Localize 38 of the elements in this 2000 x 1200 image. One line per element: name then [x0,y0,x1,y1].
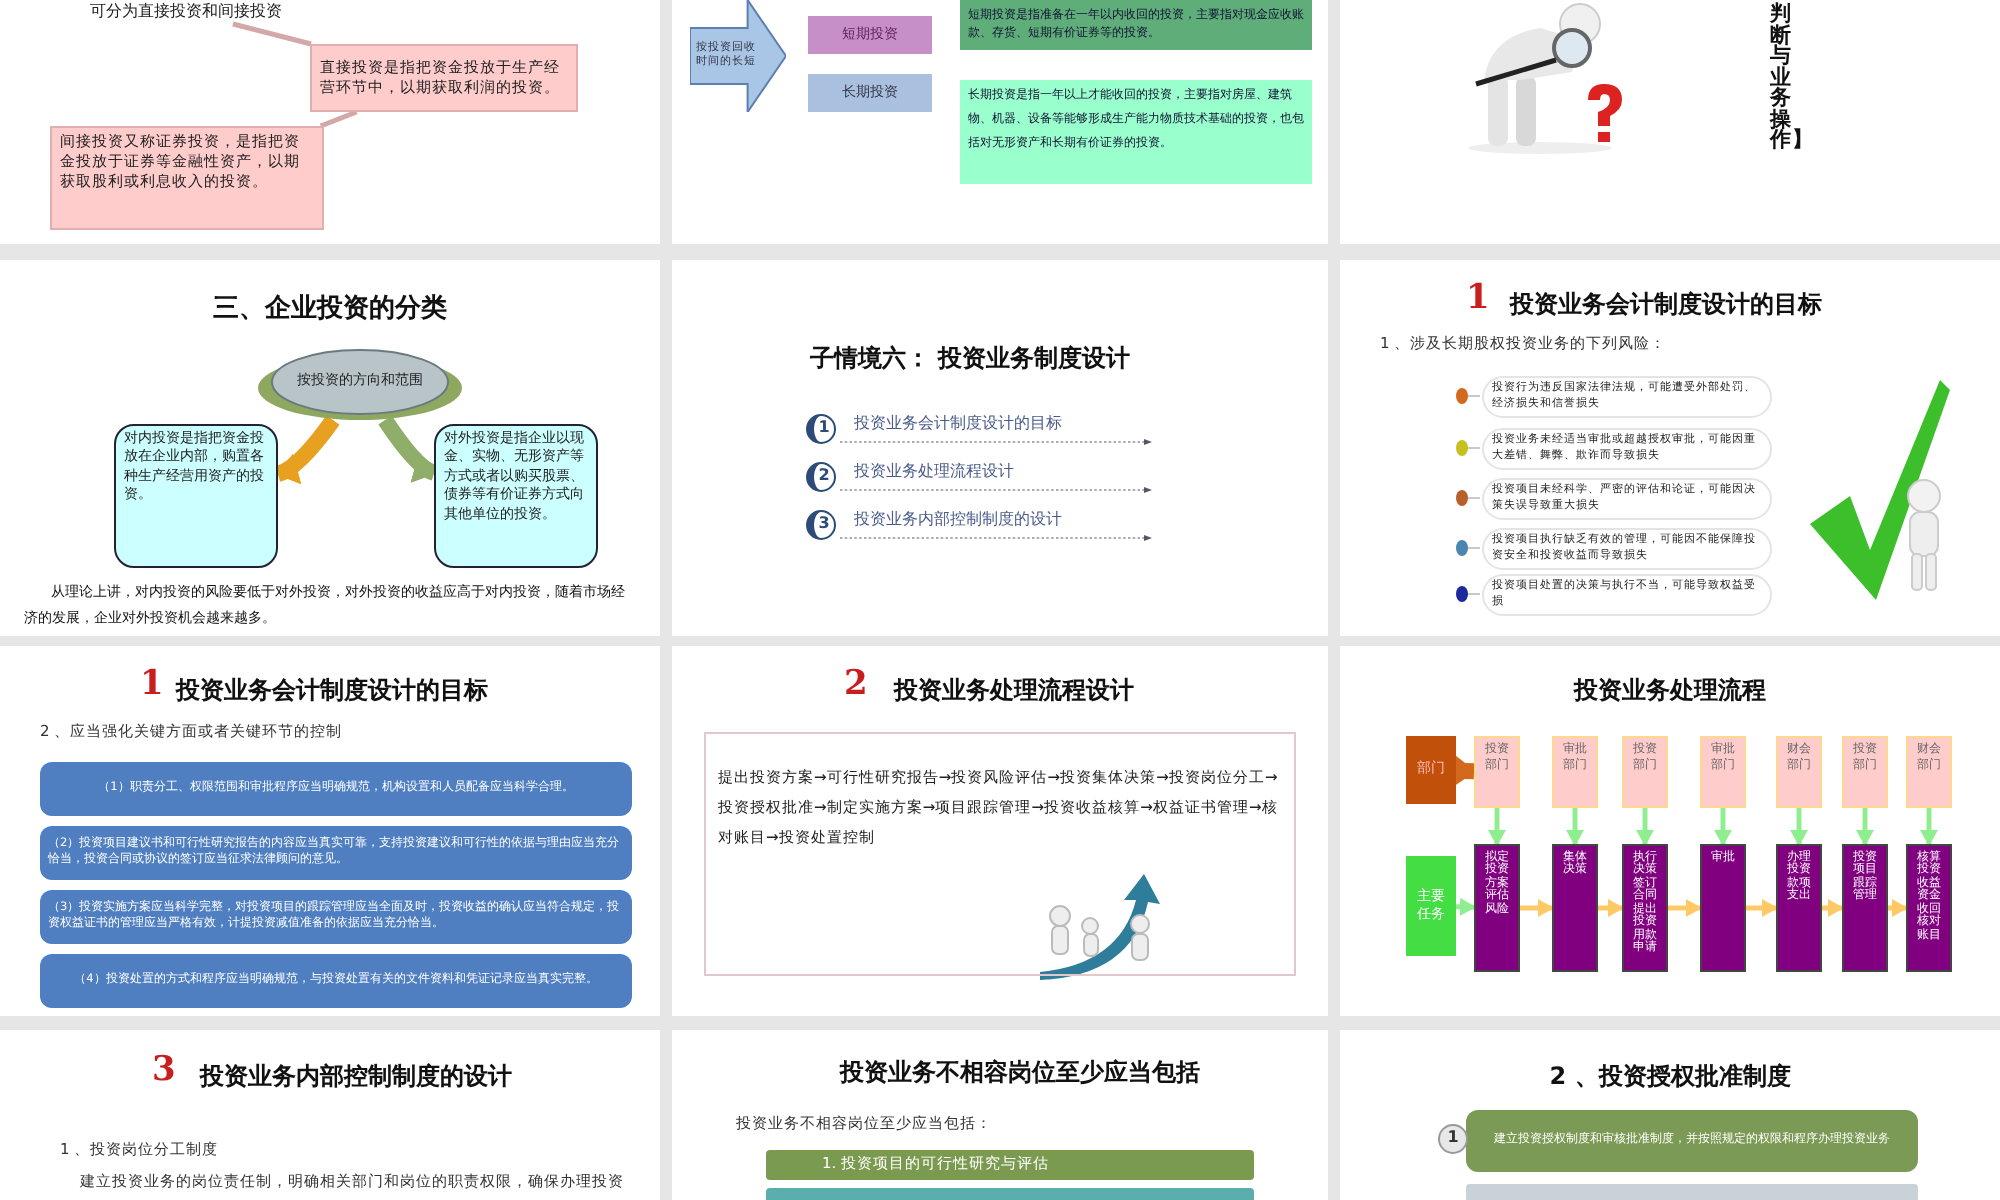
arrow [1790,808,1808,846]
slide-title: 投资业务会计制度设计的目标 [176,676,488,708]
slide-title: 投资业务内部控制制度的设计 [200,1062,512,1094]
arrow [1668,899,1702,917]
arrow [1598,899,1624,917]
arrow [1520,899,1554,917]
intro-text: 可分为直接投资和间接投资 [76,0,296,24]
number-marker: 2 [844,668,868,702]
slide-title: 子情境六： 投资业务制度设计 [807,344,1133,376]
arrow [1488,808,1506,846]
slide-title: 投资业务处理流程 [1571,676,1768,708]
arrow [275,415,340,483]
number-marker: 1 [140,668,164,702]
arrow [1888,899,1908,917]
arrow [1822,899,1844,917]
list-item-text: 投资业务会计制度设计的目标 [854,414,1062,435]
connector-line [232,21,312,47]
slide-title: 三、企业投资的分类 [211,294,449,328]
arrow [1746,899,1778,917]
connector-line [319,109,358,129]
list-bar [1466,1184,1918,1200]
list-item-text: 投资业务处理流程设计 [854,462,1014,483]
number-marker: 3 [152,1054,176,1088]
arrow [1453,754,1476,787]
arrow [1566,808,1584,846]
arrow [1455,897,1476,916]
arrow [1636,808,1654,846]
list-item-text: 投资业务内部控制制度的设计 [854,510,1062,531]
number-marker: 1 [1466,282,1490,316]
slide-title: 投资业务不相容岗位至少应当包括 [837,1058,1202,1090]
slide-title: 投资业务处理流程设计 [894,676,1134,708]
arrow [1920,808,1938,846]
slide-title: 2 、投资授权批准制度 [1547,1062,1793,1094]
list-bar [766,1188,1254,1200]
arrow [378,415,437,481]
slide-title: 投资业务会计制度设计的目标 [1510,290,1822,322]
arrow [1856,808,1874,846]
arrow [1714,808,1732,846]
